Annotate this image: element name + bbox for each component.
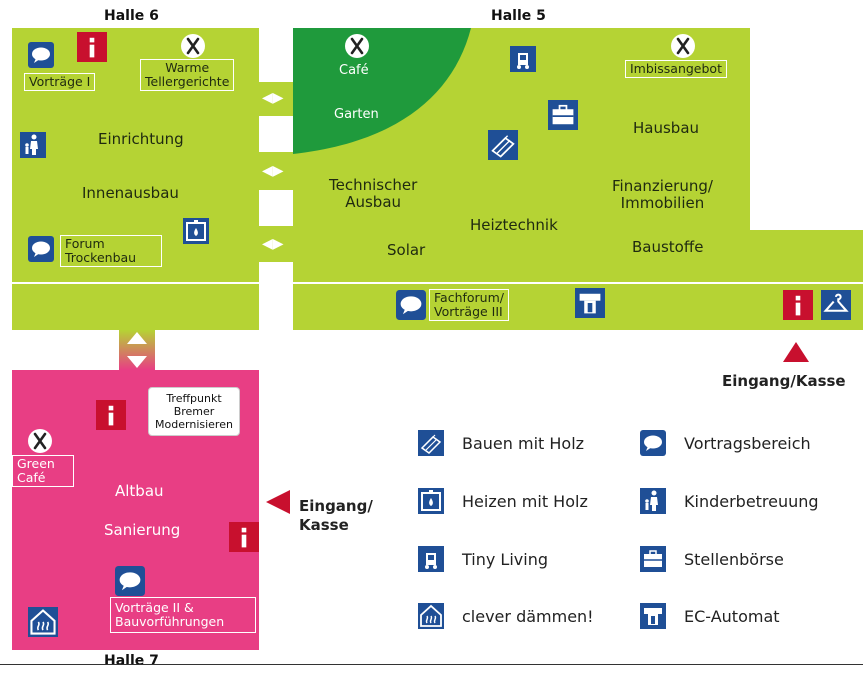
stove-icon: [418, 488, 444, 514]
hausbau-label: Hausbau: [633, 119, 700, 137]
fork-knife-icon: [180, 33, 206, 59]
technischer-ausbau-label: Technischer Ausbau: [329, 176, 418, 211]
legend-item: Heizen mit Holz: [418, 488, 588, 514]
fork-knife-icon: [27, 428, 53, 454]
forum-trockenbau-label: Forum Trockenbau: [60, 235, 162, 267]
stove-icon: [183, 218, 209, 244]
speech-bubble-icon: [396, 290, 426, 320]
entrance-right-label: Eingang/Kasse: [722, 372, 846, 390]
annex-wall: [750, 282, 863, 284]
speech-bubble-icon: [115, 566, 145, 596]
entrance-arrow-up-icon: [783, 342, 809, 362]
legend-item: EC-Automat: [640, 603, 780, 629]
legend-item: Kinderbetreuung: [640, 488, 819, 514]
altbau-label: Altbau: [115, 482, 164, 500]
insulation-icon: [28, 607, 58, 637]
corridor-mid: [259, 152, 293, 190]
double-arrow-icon: ◀▶: [262, 163, 284, 179]
coat-hanger-icon: [821, 290, 851, 320]
einrichtung-label: Einrichtung: [98, 130, 184, 148]
fork-knife-icon: [670, 33, 696, 59]
child-care-icon: [20, 132, 46, 158]
wood-icon: [488, 130, 518, 160]
entrance-left-label: Eingang/ Kasse: [299, 497, 373, 534]
speech-bubble-icon: [28, 42, 54, 68]
hall-7-title: Halle 7: [104, 653, 159, 669]
info-icon: [96, 400, 126, 430]
double-arrow-icon: ◀▶: [262, 90, 284, 106]
legend-item: Bauen mit Holz: [418, 430, 584, 456]
atm-icon: [575, 288, 605, 318]
green-cafe-label: Green Café: [12, 455, 74, 487]
wood-icon: [418, 430, 444, 456]
sanierung-label: Sanierung: [104, 521, 181, 539]
cafe-label: Café: [339, 63, 369, 78]
tiny-house-icon: [418, 546, 444, 572]
job-board-icon: [640, 546, 666, 572]
treffpunkt-label: Treffpunkt Bremer Modernisieren: [148, 387, 240, 436]
solar-label: Solar: [387, 241, 426, 259]
info-icon: [77, 32, 107, 62]
garden-area: [293, 28, 471, 154]
info-icon: [229, 522, 259, 552]
tiny-house-icon: [510, 46, 536, 72]
heiztechnik-label: Heiztechnik: [470, 216, 558, 234]
hall-6-divider: [12, 282, 259, 284]
fachforum-label: Fachforum/ Vorträge III: [429, 289, 509, 321]
entrance-arrow-left-icon: [266, 490, 290, 514]
insulation-icon: [418, 603, 444, 629]
hall-6-7-connector: [119, 330, 155, 370]
legend-item: Tiny Living: [418, 546, 548, 572]
innenausbau-label: Innenausbau: [82, 184, 179, 202]
speech-bubble-icon: [640, 430, 666, 456]
hall-6-area: [12, 28, 259, 330]
double-arrow-icon: ◀▶: [262, 236, 284, 252]
speech-bubble-icon: [28, 236, 54, 262]
info-icon: [783, 290, 813, 320]
hall-5-divider: [293, 282, 750, 284]
imbissangebot-label: Imbissangebot: [625, 60, 727, 78]
job-board-icon: [548, 100, 578, 130]
corridor-bottom: [259, 226, 293, 262]
bottom-rule: [0, 664, 863, 665]
garten-label: Garten: [334, 107, 379, 122]
vortraege-1-label: Vorträge I: [24, 73, 96, 91]
hall-5-title: Halle 5: [491, 8, 546, 24]
hall-6-title: Halle 6: [104, 8, 159, 24]
legend-item: Stellenbörse: [640, 546, 784, 572]
baustoffe-label: Baustoffe: [632, 238, 704, 256]
finanzierung-label: Finanzierung/ Immobilien: [612, 177, 713, 212]
vortraege-2-label: Vorträge II & Bauvorführungen: [110, 597, 256, 633]
fork-knife-icon: [344, 33, 370, 59]
legend-item: clever dämmen!: [418, 603, 594, 629]
atm-icon: [640, 603, 666, 629]
corridor-top: [259, 82, 293, 116]
child-care-icon: [640, 488, 666, 514]
hall-6-wall-left: [120, 282, 122, 284]
warme-tellergerichte-label: Warme Tellergerichte: [140, 59, 235, 91]
legend-item: Vortragsbereich: [640, 430, 811, 456]
